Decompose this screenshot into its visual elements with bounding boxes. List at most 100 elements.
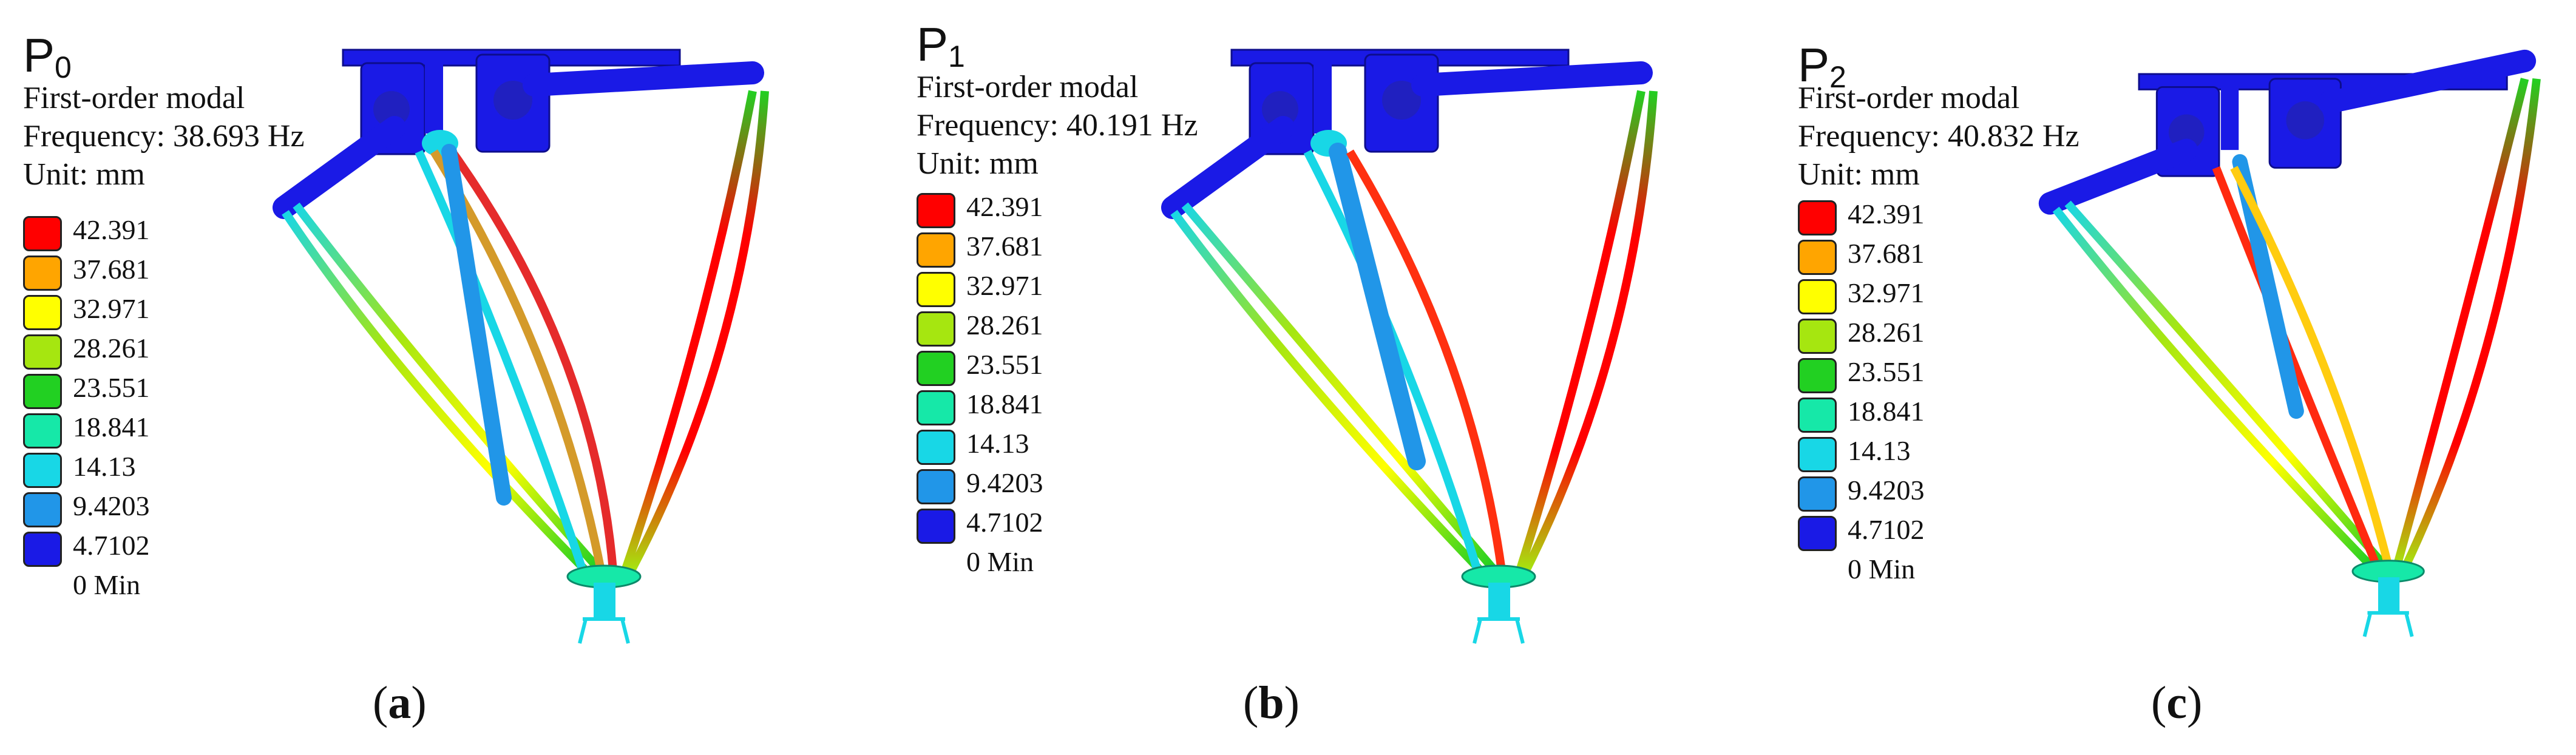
caption-letter: c — [2166, 677, 2188, 728]
legend-swatch-3 — [23, 334, 62, 370]
legend-swatch-6 — [917, 430, 955, 465]
panel-c: P2 First-order modal Frequency: 40.832 H… — [1717, 0, 2575, 755]
legend-value: 9.4203 — [73, 490, 150, 521]
rod — [449, 149, 617, 571]
upper-arm-right — [1411, 61, 1653, 96]
rod — [2212, 166, 2381, 567]
legend-value: 9.4203 — [1848, 475, 1925, 506]
legend-value: 0 Min — [966, 546, 1034, 577]
legend-swatch-5 — [1798, 398, 1837, 433]
rod — [415, 150, 587, 572]
info-block: First-order modal Frequency: 40.191 Hz U… — [917, 68, 1198, 183]
position-label-main: P — [23, 29, 55, 82]
legend-value: 28.261 — [966, 310, 1043, 340]
legend-swatch-3 — [1798, 319, 1837, 354]
legend-swatch-8 — [1798, 516, 1837, 551]
frequency-text: Frequency: 38.693 Hz — [23, 119, 305, 154]
legend-value: 14.13 — [73, 451, 136, 482]
gripper — [578, 617, 630, 644]
frequency-text: Frequency: 40.832 Hz — [1798, 119, 2079, 154]
subfigure-caption: (a) — [373, 680, 427, 726]
position-label-main: P — [917, 18, 949, 71]
legend-value: 4.7102 — [73, 530, 150, 561]
legend-value: 37.681 — [73, 254, 150, 285]
upper-arm-left — [273, 116, 406, 219]
legend-value: 42.391 — [1848, 198, 1925, 229]
legend-value: 28.261 — [73, 333, 150, 364]
position-label: P2 — [1798, 41, 1846, 92]
position-label: P1 — [917, 21, 965, 72]
rod — [621, 90, 757, 572]
position-label: P0 — [23, 32, 72, 83]
mode-text: First-order modal — [917, 70, 1139, 104]
legend-value: 23.551 — [73, 372, 150, 403]
delta-robot-model — [1161, 49, 1658, 644]
rod — [293, 202, 602, 571]
subfigure-caption: (b) — [1243, 680, 1300, 726]
legend-swatch-7 — [23, 492, 62, 527]
upper-arm-left — [2038, 138, 2198, 215]
legend-value: 4.7102 — [966, 507, 1043, 538]
info-block: First-order modal Frequency: 38.693 Hz U… — [23, 79, 305, 194]
caption-letter: b — [1258, 677, 1284, 728]
unit-text: Unit: mm — [23, 157, 145, 192]
rod — [1303, 149, 1482, 572]
legend-value: 32.971 — [73, 293, 150, 324]
upper-arm-left — [1161, 116, 1295, 219]
rod — [430, 149, 605, 572]
end-effector — [2378, 577, 2400, 613]
legend-swatch-4 — [917, 351, 955, 386]
caption-letter: a — [388, 677, 412, 728]
legend-value: 18.841 — [1848, 396, 1925, 427]
upper-arm-right — [523, 61, 764, 96]
legend-value: 4.7102 — [1848, 514, 1925, 545]
legend-swatch-4 — [1798, 358, 1837, 393]
legend-value: 18.841 — [73, 411, 150, 442]
legend-swatch-1 — [917, 232, 955, 268]
caption-close: ) — [1284, 677, 1300, 728]
legend-swatch-0 — [23, 216, 62, 251]
legend-value: 37.681 — [1848, 238, 1925, 269]
caption-close: ) — [2187, 677, 2203, 728]
legend-swatch-6 — [1798, 437, 1837, 472]
mode-text: First-order modal — [1798, 81, 2020, 115]
delta-robot-model — [2038, 49, 2541, 637]
delta-robot-model — [273, 49, 769, 644]
legend-swatch-2 — [917, 272, 955, 307]
legend-swatch-2 — [23, 295, 62, 330]
legend-swatch-5 — [917, 390, 955, 425]
legend-swatch-8 — [917, 509, 955, 544]
center-actuator — [2220, 84, 2239, 151]
end-effector — [594, 583, 615, 619]
legend-swatch-4 — [23, 374, 62, 409]
info-block: First-order modal Frequency: 40.832 Hz U… — [1798, 79, 2079, 194]
gripper — [2362, 611, 2414, 637]
legend-swatch-0 — [1798, 200, 1837, 235]
legend-value: 14.13 — [1848, 435, 1911, 466]
rod — [627, 90, 769, 573]
panel-a: P0 First-order modal Frequency: 38.693 H… — [0, 0, 858, 755]
rod — [2393, 78, 2529, 567]
panel-b: P1 First-order modal Frequency: 40.191 H… — [858, 0, 1717, 755]
legend-swatch-8 — [23, 532, 62, 567]
center-actuator — [1313, 61, 1332, 134]
legend-value: 42.391 — [966, 191, 1043, 222]
rod — [2230, 166, 2393, 567]
rod — [1522, 90, 1658, 573]
rod — [1346, 149, 1506, 571]
rod — [1170, 209, 1484, 574]
legend-value: 18.841 — [966, 388, 1043, 419]
mode-text: First-order modal — [23, 81, 245, 115]
legend-swatch-7 — [1798, 476, 1837, 512]
legend-value: 42.391 — [73, 214, 150, 245]
frequency-text: Frequency: 40.191 Hz — [917, 108, 1198, 143]
caption-open: ( — [373, 677, 388, 728]
gripper — [1473, 617, 1525, 644]
position-label-sub: 0 — [55, 50, 72, 84]
legend-value: 23.551 — [1848, 356, 1925, 387]
legend-value: 23.551 — [966, 349, 1043, 380]
legend-swatch-7 — [917, 469, 955, 504]
rod — [2052, 206, 2374, 569]
legend-value: 32.971 — [966, 270, 1043, 301]
legend-value: 28.261 — [1848, 317, 1925, 348]
